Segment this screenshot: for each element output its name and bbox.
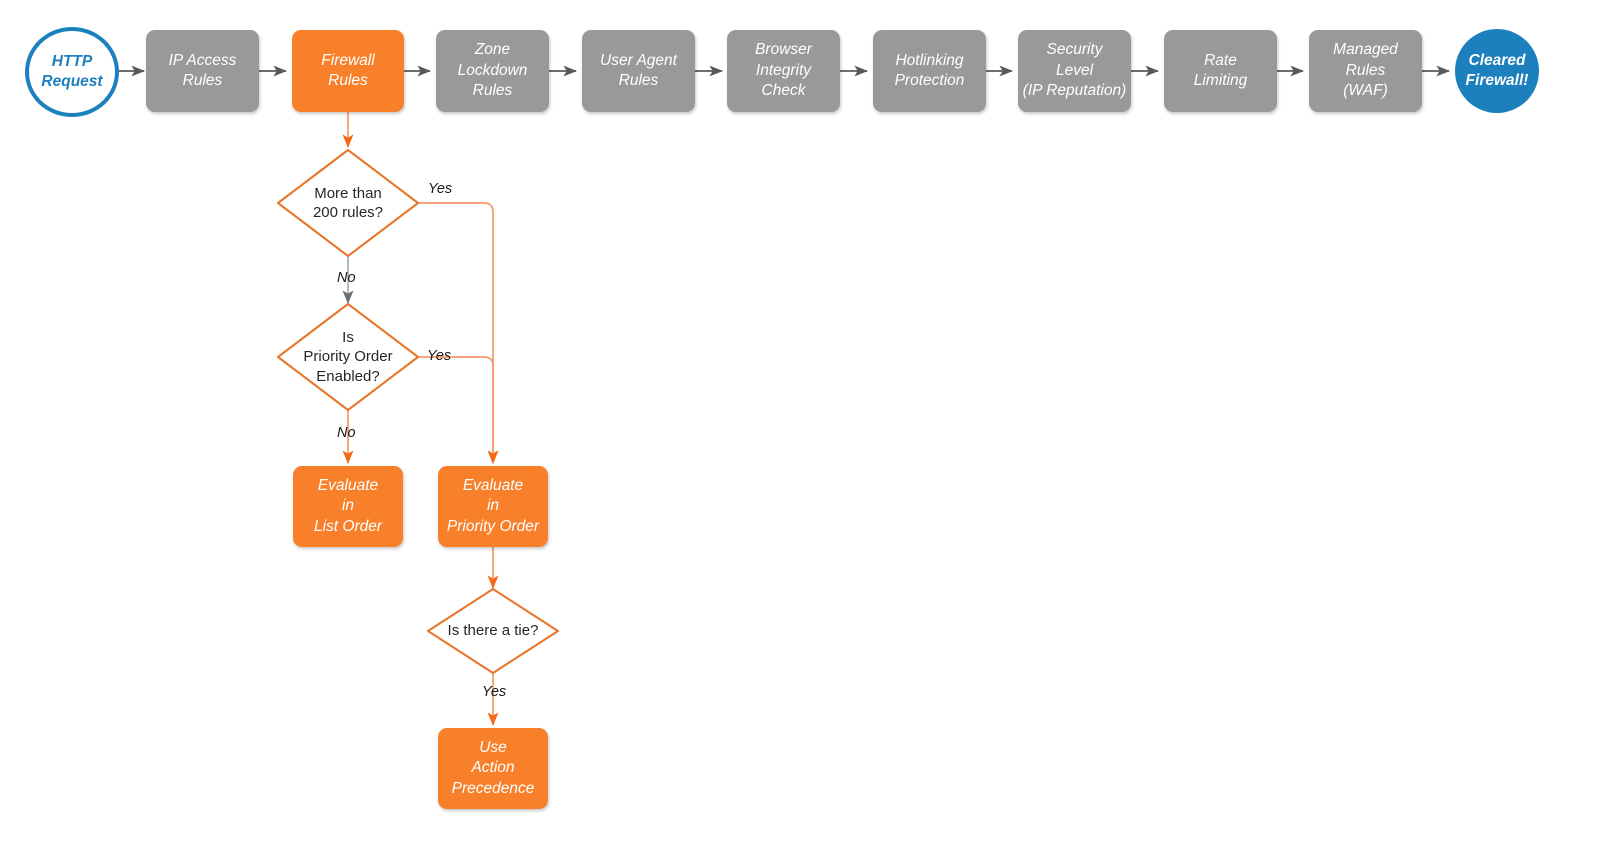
node-user-agent-rules[interactable]: User Agent Rules [582, 30, 695, 112]
decision-is-there-a-tie[interactable]: Is there a tie? [428, 589, 558, 673]
node-user-agent-rules-label: User Agent Rules [600, 51, 677, 89]
node-managed-rules-waf[interactable]: Managed Rules (WAF) [1309, 30, 1422, 112]
decision-more-than-200-rules[interactable]: More than 200 rules? [278, 150, 418, 256]
node-security-level-label: Security Level (IP Reputation) [1022, 41, 1127, 100]
edge-label-more-than-200-yes: Yes [428, 181, 453, 197]
node-use-action-precedence[interactable]: Use Action Precedence [438, 728, 548, 809]
node-browser-integrity-check-label: Browser Integrity Check [755, 41, 812, 100]
node-cleared-firewall-label: Cleared Firewall! [1465, 51, 1529, 89]
node-use-action-precedence-label: Use Action Precedence [451, 738, 535, 797]
decision-is-there-a-tie-label: Is there a tie? [447, 622, 539, 640]
node-http-request-label: HTTP Request [41, 52, 103, 90]
node-ip-access-rules[interactable]: IP Access Rules [146, 30, 259, 112]
decision-priority-order-enabled[interactable]: Is Priority Order Enabled? [278, 304, 418, 410]
node-rate-limiting[interactable]: Rate Limiting [1164, 30, 1277, 112]
node-ip-access-rules-label: IP Access Rules [168, 51, 237, 89]
edge-label-priority-order-yes: Yes [427, 348, 452, 364]
node-security-level[interactable]: Security Level (IP Reputation) [1018, 30, 1131, 112]
node-evaluate-in-priority-order[interactable]: Evaluate in Priority Order [438, 466, 548, 547]
node-browser-integrity-check[interactable]: Browser Integrity Check [727, 30, 840, 112]
node-rate-limiting-label: Rate Limiting [1193, 51, 1248, 89]
node-zone-lockdown-rules[interactable]: Zone Lockdown Rules [436, 30, 549, 112]
node-firewall-rules[interactable]: Firewall Rules [292, 30, 404, 112]
node-firewall-rules-label: Firewall Rules [321, 51, 375, 89]
decision-priority-order-enabled-label: Is Priority Order Enabled? [303, 328, 393, 385]
node-evaluate-in-list-order-label: Evaluate in List Order [313, 476, 383, 535]
node-managed-rules-waf-label: Managed Rules (WAF) [1333, 41, 1398, 100]
node-cleared-firewall[interactable]: Cleared Firewall! [1455, 29, 1539, 113]
node-hotlinking-protection[interactable]: Hotlinking Protection [873, 30, 986, 112]
edge-label-more-than-200-no: No [337, 270, 356, 286]
node-zone-lockdown-rules-label: Zone Lockdown Rules [457, 41, 528, 100]
decision-more-than-200-rules-label: More than 200 rules? [312, 184, 384, 222]
edge-priority-order-yes [419, 356, 499, 465]
edge-more-than-200-yes [419, 202, 499, 465]
node-http-request[interactable]: HTTP Request [25, 27, 119, 117]
edge-label-priority-order-no: No [337, 425, 356, 441]
edge-label-tie-yes: Yes [482, 684, 507, 700]
node-evaluate-in-list-order[interactable]: Evaluate in List Order [293, 466, 403, 547]
node-evaluate-in-priority-order-label: Evaluate in Priority Order [446, 476, 540, 535]
node-hotlinking-protection-label: Hotlinking Protection [894, 51, 965, 89]
